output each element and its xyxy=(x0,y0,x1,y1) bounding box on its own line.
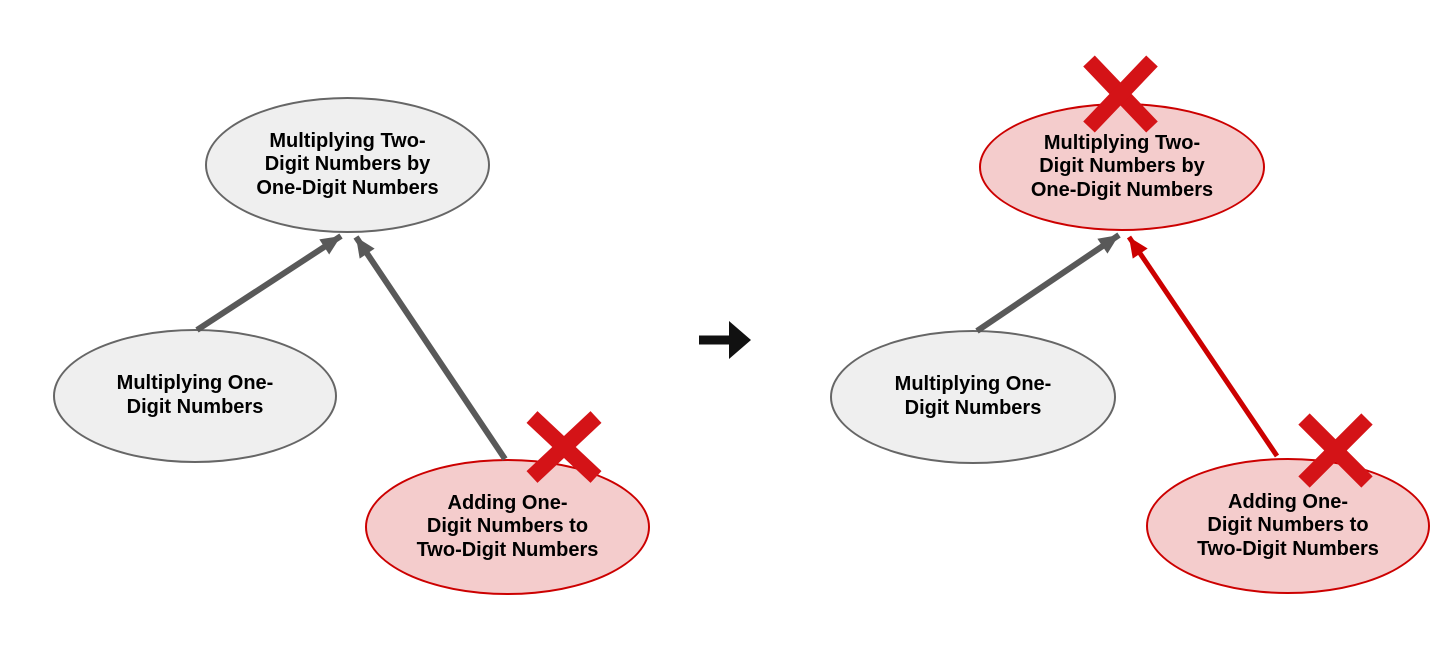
node-label: Adding One- Digit Numbers to Two-Digit N… xyxy=(1197,490,1379,560)
node-label: Multiplying Two- Digit Numbers by One-Di… xyxy=(1030,131,1214,201)
edge-mult-one-to-target-before xyxy=(195,233,343,333)
node-multiplying-one-digit-before: Multiplying One- Digit Numbers xyxy=(53,329,337,463)
node-label: Multiplying One- Digit Numbers xyxy=(894,373,1052,419)
node-label: Multiplying One- Digit Numbers xyxy=(116,372,274,418)
edge-mult-one-to-target-after xyxy=(975,232,1121,334)
x-mark-icon xyxy=(1298,413,1373,488)
node-label: Adding One- Digit Numbers to Two-Digit N… xyxy=(416,491,599,561)
node-multiplying-one-digit-after: Multiplying One- Digit Numbers xyxy=(830,330,1116,464)
node-label: Multiplying Two- Digit Numbers by One-Di… xyxy=(256,129,439,199)
node-multiplying-two-digit-after: Multiplying Two- Digit Numbers by One-Di… xyxy=(979,103,1265,231)
edge-adding-to-target-before xyxy=(353,235,508,461)
edge-adding-to-target-after xyxy=(1126,235,1280,458)
node-adding-one-digit-after: Adding One- Digit Numbers to Two-Digit N… xyxy=(1146,458,1430,594)
x-mark-icon xyxy=(526,411,602,483)
x-mark-icon xyxy=(1083,55,1158,133)
transform-arrow-icon xyxy=(699,321,751,359)
node-adding-one-digit-before: Adding One- Digit Numbers to Two-Digit N… xyxy=(365,459,650,595)
node-multiplying-two-digit-before: Multiplying Two- Digit Numbers by One-Di… xyxy=(205,97,490,233)
